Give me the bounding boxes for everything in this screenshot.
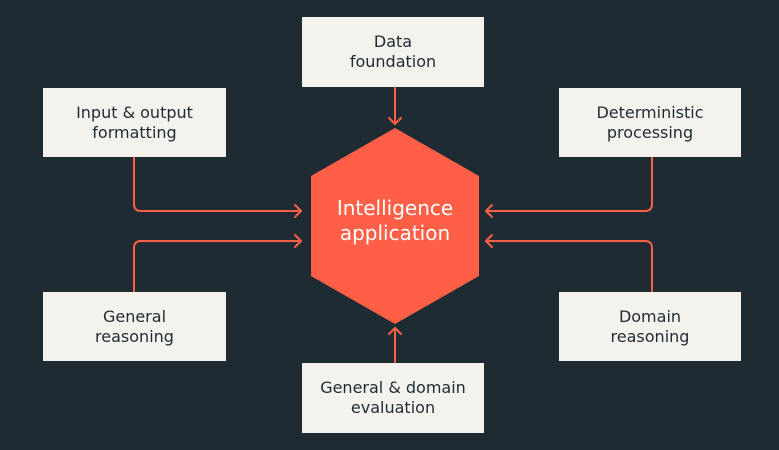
node-label-general-reasoning: General reasoning — [95, 306, 174, 346]
connector-domain-reasoning — [485, 240, 653, 293]
connector-general-reasoning — [133, 240, 302, 293]
center-label: Intelligence application — [336, 196, 454, 245]
node-input-output-formatting: Input & output formatting — [43, 88, 226, 157]
center-hexagon — [311, 128, 479, 324]
node-deterministic-processing: Deterministic processing — [559, 88, 741, 157]
node-data-foundation: Data foundation — [302, 17, 484, 87]
node-label-general-domain-evaluation: General & domain evaluation — [320, 378, 466, 417]
node-general-reasoning: General reasoning — [43, 292, 226, 361]
node-general-domain-evaluation: General & domain evaluation — [302, 363, 484, 433]
node-label-data-foundation: Data foundation — [349, 32, 437, 71]
arrowhead-general-reasoning — [294, 234, 302, 248]
arrowhead-io-formatting — [294, 204, 302, 218]
arrowhead-evaluation — [388, 327, 402, 335]
connector-deterministic-processing — [485, 156, 653, 212]
node-label-deterministic-processing: Deterministic processing — [596, 102, 704, 142]
node-label-input-output-formatting: Input & output formatting — [76, 102, 193, 142]
node-label-domain-reasoning: Domain reasoning — [610, 306, 690, 346]
arrowhead-deterministic-processing — [485, 204, 493, 218]
connector-io-formatting — [133, 156, 302, 212]
node-domain-reasoning: Domain reasoning — [559, 292, 741, 361]
arrowhead-domain-reasoning — [485, 234, 493, 248]
arrowhead-data-foundation — [388, 117, 402, 125]
